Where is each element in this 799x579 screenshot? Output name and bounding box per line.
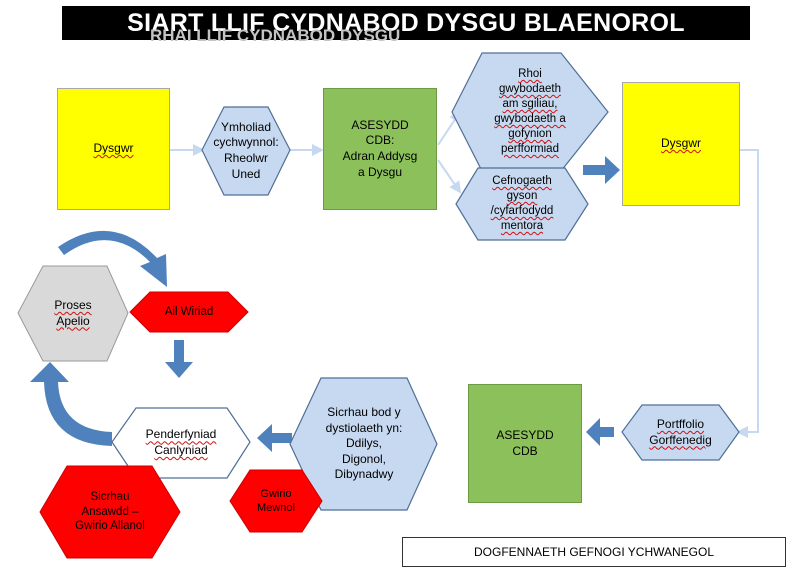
cefnogaeth-label: Cefnogaeth gyson /cyfarfodydd mentora <box>490 175 554 232</box>
connector-dysgwr-portffolio <box>736 149 759 438</box>
asesydd-cdb-top-box: ASESYDD CDB: Adran Addysg a Dysgu <box>323 88 437 210</box>
block-arrow-to-dysgwr <box>583 156 620 184</box>
block-arrow-to-penderfyniad <box>257 424 292 452</box>
ymholiad-hexagon <box>201 106 291 196</box>
dysgwr-end-box: Dysgwr <box>622 82 740 206</box>
curved-arrow-to-ail-wiriad <box>58 230 167 287</box>
page-title: SIART LLIF CYDNABOD DYSGU BLAENOROL <box>62 6 750 40</box>
sicrhau-bod-text: Sicrhau bod y dystiolaeth yn: Ddilys, Di… <box>296 378 432 510</box>
penderfyniad-label: Penderfyniad Canlyniad <box>145 427 217 457</box>
portffolio-text: Portffolio Gorffenedig <box>624 405 737 460</box>
gwirio-mewnol-label: Gwirio Mewnol <box>257 487 295 514</box>
rhoi-gwybodaeth-text: Rhoi gwybodaeth am sgiliau, gwybodaeth a… <box>456 53 604 171</box>
proses-apelio-text: Proses Apelio <box>22 266 124 361</box>
rhoi-gwybodaeth-label: Rhoi gwybodaeth am sgiliau, gwybodaeth a… <box>494 68 566 155</box>
proses-apelio-label: Proses Apelio <box>54 297 92 328</box>
asesydd-cdb-top-label: ASESYDD CDB: Adran Addysg a Dysgu <box>342 117 418 179</box>
ail-wiriad-hexagon <box>129 291 249 333</box>
asesydd-cdb-bottom-box: ASESYDD CDB <box>468 384 582 503</box>
gwirio-mewnol-hexagon <box>229 469 323 533</box>
ghost-title: RHAI LLIF CYDNABOD DYSGU <box>150 26 401 45</box>
penderfyniad-hexagon <box>111 407 251 479</box>
sicrhau-ansawdd-hexagon <box>39 465 181 559</box>
asesydd-cdb-bottom-label: ASESYDD CDB <box>496 427 554 458</box>
curved-arrow-to-proses <box>30 362 112 446</box>
ymholiad-label: Ymholiad cychwynnol: Rheolwr Uned <box>213 119 279 181</box>
sicrhau-bod-hexagon <box>289 377 438 511</box>
cefnogaeth-text: Cefnogaeth gyson /cyfarfodydd mentora <box>460 168 584 240</box>
ail-wiriad-label: Ail Wiriad <box>164 305 214 318</box>
block-arrow-to-asesydd <box>586 418 614 446</box>
dysgwr-start-label: Dysgwr <box>93 141 134 156</box>
sicrhau-ansawdd-label: Sicrhau Ansawdd – Gwirio Allanol <box>75 490 145 533</box>
footer-box: DOGFENNAETH GEFNOGI YCHWANEGOL <box>402 537 786 567</box>
portffolio-label: Portffolio Gorffenedig <box>649 416 712 447</box>
sicrhau-bod-label: Sicrhau bod y dystiolaeth yn: Ddilys, Di… <box>325 405 403 482</box>
penderfyniad-text: Penderfyniad Canlyniad <box>116 408 246 478</box>
dysgwr-end-label: Dysgwr <box>660 136 701 151</box>
gwirio-mewnol-text: Gwirio Mewnol <box>232 470 320 532</box>
ymholiad-text: Ymholiad cychwynnol: Rheolwr Uned <box>206 107 286 195</box>
block-arrow-down <box>165 340 193 378</box>
footer-label: DOGFENNAETH GEFNOGI YCHWANEGOL <box>473 545 715 559</box>
connector-asesydd-cefnogaeth <box>437 159 462 194</box>
portffolio-hexagon <box>621 404 740 461</box>
proses-apelio-hexagon <box>17 265 129 362</box>
dysgwr-start-box: Dysgwr <box>57 88 170 210</box>
sicrhau-ansawdd-text: Sicrhau Ansawdd – Gwirio Allanol <box>44 466 176 558</box>
cefnogaeth-hexagon <box>455 167 589 241</box>
ail-wiriad-text: Ail Wiriad <box>132 292 246 332</box>
